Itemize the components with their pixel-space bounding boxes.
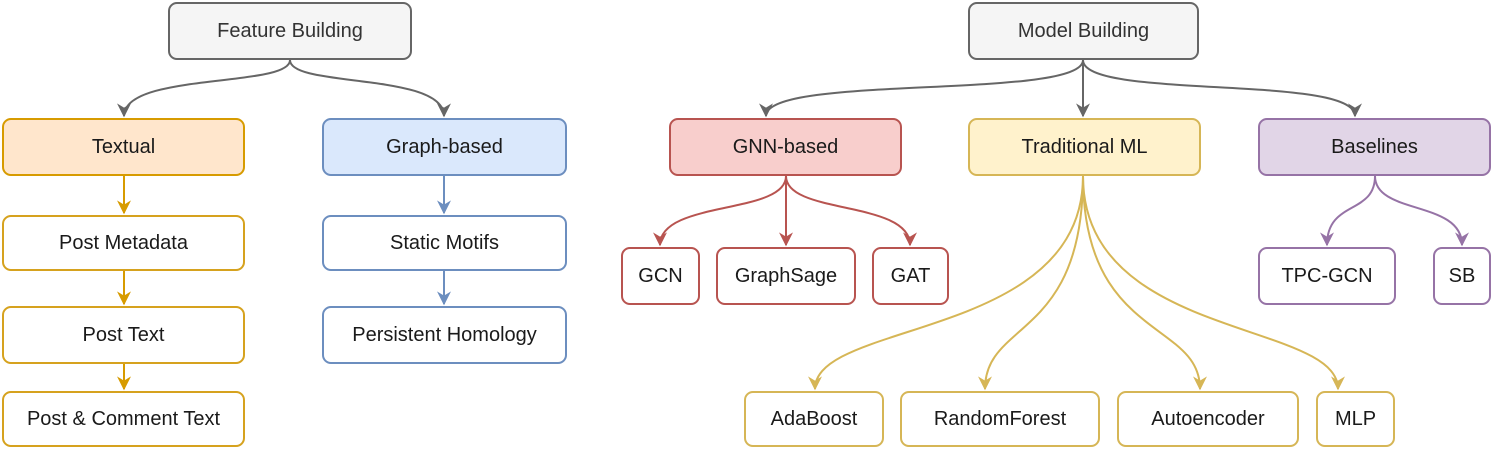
autoencoder-node: Autoencoder: [1117, 391, 1299, 447]
edge-trad-randomforest: [978, 175, 1084, 391]
post-text-node: Post Text: [2, 306, 245, 364]
gnn-based-node: GNN-based: [669, 118, 902, 176]
static-motifs-node: Static Motifs: [322, 215, 567, 271]
edge-base-tpcgcn: [1320, 175, 1376, 247]
feature-building-node: Feature Building: [168, 2, 412, 60]
edge-feature-graph: [289, 59, 451, 118]
edge-trad-mlp: [1082, 175, 1345, 391]
randomforest-node: RandomForest: [900, 391, 1100, 447]
adaboost-node: AdaBoost: [744, 391, 884, 447]
edge-model-base: [1082, 59, 1362, 118]
sb-node: SB: [1433, 247, 1491, 305]
edge-gnn-gat: [785, 175, 917, 247]
edge-trad-adaboost: [808, 175, 1084, 391]
post-comment-text-node: Post & Comment Text: [2, 391, 245, 447]
model-building-node: Model Building: [968, 2, 1199, 60]
tpc-gcn-node: TPC-GCN: [1258, 247, 1396, 305]
edge-gnn-gcn: [653, 175, 787, 247]
baselines-node: Baselines: [1258, 118, 1491, 176]
edge-trad-autoencoder: [1082, 175, 1207, 391]
textual-node: Textual: [2, 118, 245, 176]
edge-model-gnn: [759, 59, 1084, 118]
traditional-ml-node: Traditional ML: [968, 118, 1201, 176]
post-metadata-node: Post Metadata: [2, 215, 245, 271]
graphsage-node: GraphSage: [716, 247, 856, 305]
gcn-node: GCN: [621, 247, 700, 305]
graph-based-node: Graph-based: [322, 118, 567, 176]
persistent-homology-node: Persistent Homology: [322, 306, 567, 364]
mlp-node: MLP: [1316, 391, 1395, 447]
edge-feature-textual: [117, 59, 291, 118]
edge-base-sb: [1374, 175, 1469, 247]
gat-node: GAT: [872, 247, 949, 305]
